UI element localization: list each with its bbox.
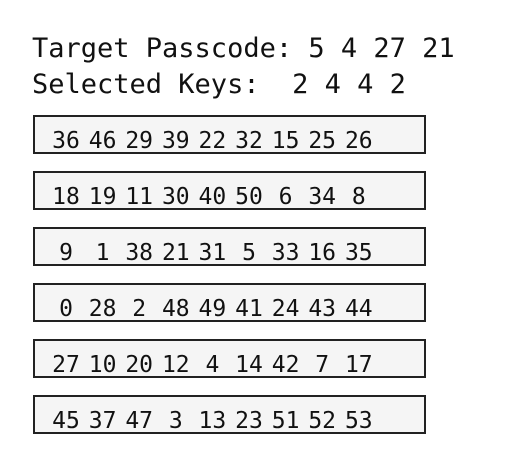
key-row: 45 37 47 3 13 23 51 52 53 (33, 395, 426, 434)
key-button[interactable]: 26 (344, 128, 373, 154)
key-button[interactable]: 22 (198, 128, 227, 154)
key-button[interactable]: 44 (344, 296, 373, 322)
key-button[interactable]: 19 (88, 184, 117, 210)
key-button[interactable]: 21 (161, 240, 190, 266)
selected-keys-line: Selected Keys: 2 4 4 2 (32, 68, 406, 102)
key-button[interactable]: 12 (161, 352, 190, 378)
key-button[interactable]: 31 (198, 240, 227, 266)
key-button[interactable]: 28 (88, 296, 117, 322)
key-button[interactable]: 25 (308, 128, 337, 154)
key-button[interactable]: 4 (205, 352, 220, 378)
key-button[interactable]: 0 (59, 296, 73, 322)
key-button[interactable]: 49 (198, 296, 227, 322)
key-button[interactable]: 5 (242, 240, 256, 266)
key-button[interactable]: 36 (52, 128, 80, 154)
key-button[interactable]: 24 (271, 296, 300, 322)
key-button[interactable]: 14 (235, 352, 263, 378)
target-passcode-value: 5 4 27 21 (308, 33, 455, 64)
key-button[interactable]: 10 (88, 352, 117, 378)
key-button[interactable]: 1 (95, 240, 110, 266)
key-button[interactable]: 13 (198, 408, 227, 434)
key-row: 0 28 2 48 49 41 24 43 44 (33, 283, 426, 322)
key-row: 27 10 20 12 4 14 42 7 17 (33, 339, 426, 378)
key-button[interactable]: 9 (59, 240, 73, 266)
key-button[interactable]: 23 (235, 408, 263, 434)
key-button[interactable]: 18 (52, 184, 80, 210)
key-button[interactable]: 45 (52, 408, 80, 434)
key-button[interactable]: 41 (235, 296, 263, 322)
key-button[interactable]: 30 (161, 184, 190, 210)
key-button[interactable]: 2 (132, 296, 147, 322)
key-button[interactable]: 17 (344, 352, 373, 378)
key-button[interactable]: 42 (271, 352, 300, 378)
key-button[interactable]: 53 (344, 408, 373, 434)
key-row: 36 46 29 39 22 32 15 25 26 (33, 115, 426, 154)
key-button[interactable]: 3 (168, 408, 183, 434)
selected-keys-label: Selected Keys: (32, 69, 260, 100)
key-button[interactable]: 33 (271, 240, 300, 266)
key-button[interactable]: 46 (88, 128, 117, 154)
key-button[interactable]: 47 (125, 408, 154, 434)
key-button[interactable]: 40 (198, 184, 227, 210)
key-button[interactable]: 11 (125, 184, 154, 210)
selected-keys-value: 2 4 4 2 (292, 69, 406, 100)
key-button[interactable]: 29 (125, 128, 154, 154)
key-button[interactable]: 43 (308, 296, 337, 322)
key-button[interactable]: 27 (52, 352, 80, 378)
key-button[interactable]: 7 (315, 352, 330, 378)
key-button[interactable]: 34 (308, 184, 337, 210)
key-button[interactable]: 51 (271, 408, 300, 434)
target-passcode-line: Target Passcode: 5 4 27 21 (32, 32, 455, 66)
key-button[interactable]: 20 (125, 352, 154, 378)
key-button[interactable]: 32 (235, 128, 263, 154)
key-button[interactable]: 52 (308, 408, 337, 434)
key-button[interactable]: 6 (278, 184, 293, 210)
key-button[interactable]: 50 (235, 184, 263, 210)
target-passcode-label: Target Passcode: (32, 33, 293, 64)
key-button[interactable]: 8 (351, 184, 366, 210)
key-button[interactable]: 15 (271, 128, 300, 154)
key-button[interactable]: 39 (161, 128, 190, 154)
key-button[interactable]: 48 (161, 296, 190, 322)
key-button[interactable]: 37 (88, 408, 117, 434)
key-button[interactable]: 38 (125, 240, 154, 266)
key-row: 18 19 11 30 40 50 6 34 8 (33, 171, 426, 210)
key-button[interactable]: 35 (344, 240, 373, 266)
key-button[interactable]: 16 (308, 240, 337, 266)
